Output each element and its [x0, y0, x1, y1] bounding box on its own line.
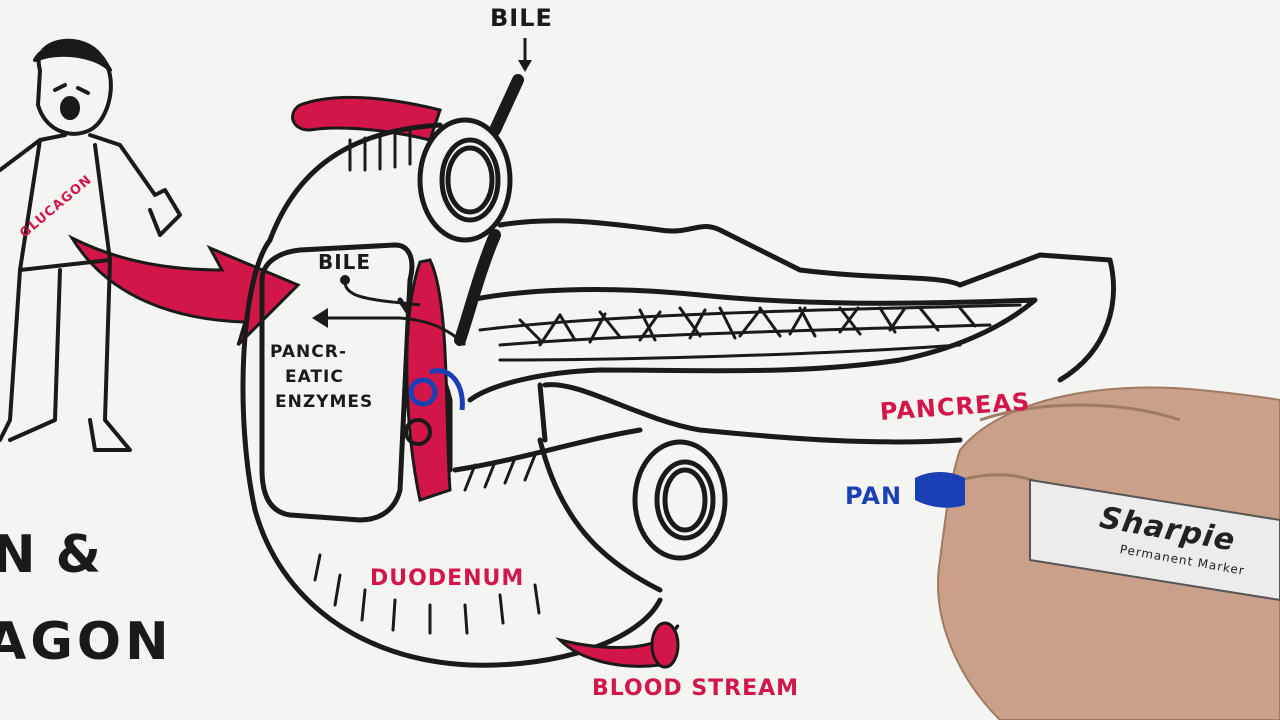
enzyme-pointer-head — [312, 308, 328, 328]
label-left-edge-2: AGON — [0, 612, 173, 672]
label-bile-top: BILE — [490, 4, 553, 32]
bile-duct — [489, 74, 524, 136]
bile-pointer — [343, 281, 421, 307]
bile-pointer-dot — [340, 275, 350, 285]
pancreas-body — [467, 218, 1116, 445]
ampulla-blue-marks — [408, 368, 465, 411]
tube-top — [417, 117, 513, 243]
label-pan-written: PAN — [845, 482, 903, 510]
enzyme-pointer — [322, 316, 467, 347]
duodenum-outline — [240, 122, 663, 668]
red-arrow — [67, 234, 301, 347]
label-pancreatic-line3: ENZYMES — [275, 392, 374, 412]
marker-tip — [915, 472, 965, 508]
label-pancreatic-line2: EATIC — [285, 367, 344, 387]
label-duodenum: DUODENUM — [370, 566, 525, 591]
marker-body — [1029, 478, 1280, 602]
hand-with-marker — [915, 386, 1280, 720]
duodenum-hatches — [313, 130, 541, 635]
label-pancreatic-line1: PANCR- — [270, 342, 347, 362]
red-vessel-bottom-end — [650, 621, 680, 669]
label-blood-stream: BLOOD STREAM — [592, 676, 800, 701]
label-bile-inner: BILE — [318, 250, 372, 274]
label-left-edge-1: N & — [0, 525, 102, 585]
bile-arrow-head — [518, 60, 532, 72]
glucagon-man — [0, 38, 182, 452]
bile-duct-inner — [454, 229, 501, 346]
pancreatic-ducts — [478, 303, 1022, 362]
red-vessel-bottom — [555, 624, 680, 668]
ampulla-minor — [404, 418, 432, 446]
tube-right — [632, 439, 728, 561]
red-vessel-top — [291, 95, 442, 142]
